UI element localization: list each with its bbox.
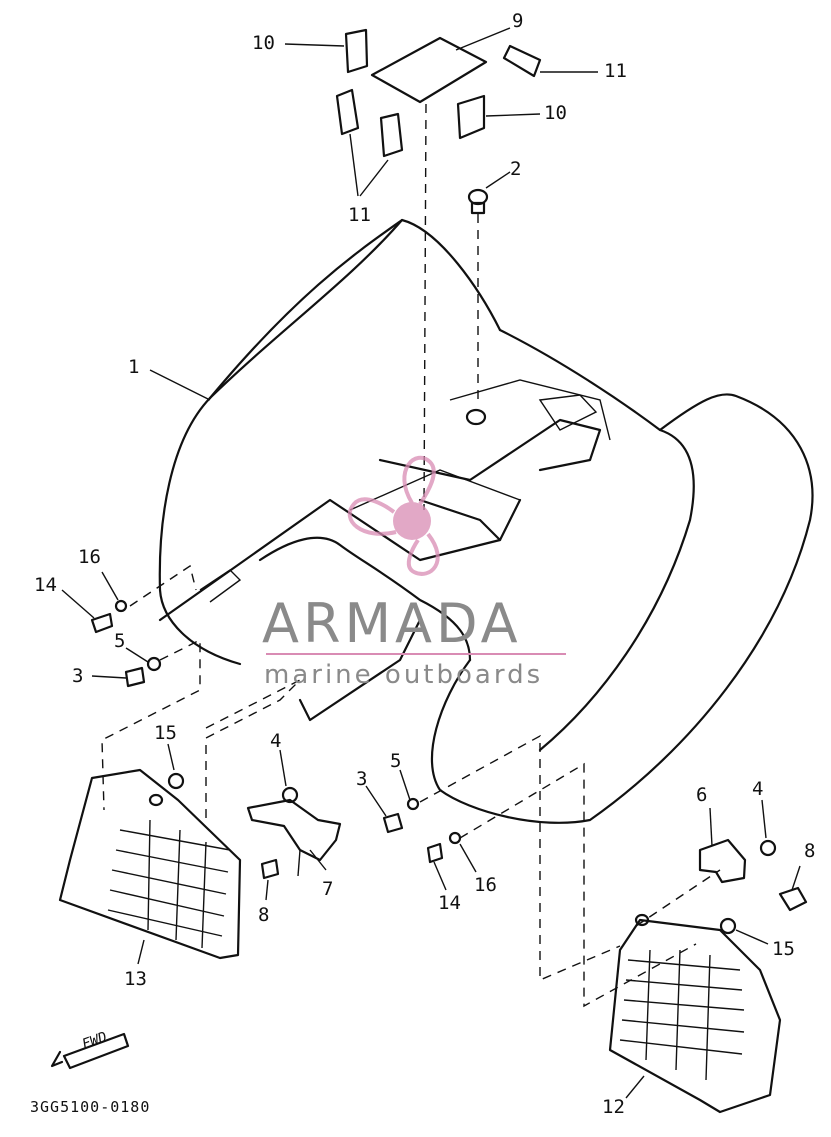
callout-label: 11 <box>348 204 371 226</box>
callout-label: 6 <box>696 784 708 806</box>
callout-label: 4 <box>752 778 764 800</box>
mudguard-12 <box>608 913 782 1114</box>
callout-label: 7 <box>322 878 334 900</box>
callout-label: 15 <box>772 938 795 960</box>
rear-fender-1 <box>158 218 814 824</box>
callout-label: 14 <box>438 892 461 914</box>
callout-label: 14 <box>34 574 57 596</box>
mudguard-13 <box>58 768 242 960</box>
hardware <box>90 599 808 935</box>
watermark-logo <box>347 455 440 576</box>
callout-label: 5 <box>390 750 402 772</box>
callout-label: 5 <box>114 630 126 652</box>
callout-label: 10 <box>252 32 275 54</box>
plate-9 <box>370 36 488 104</box>
callout-label: 16 <box>474 874 497 896</box>
callout-label: 13 <box>124 968 147 990</box>
watermark-tagline: marine outboards <box>264 660 544 690</box>
screw-2 <box>467 188 489 400</box>
callout-label: 10 <box>544 102 567 124</box>
callout-label: 4 <box>270 730 282 752</box>
callout-label: 16 <box>78 546 101 568</box>
pad-11-left-b <box>379 112 404 158</box>
fwd-arrow <box>50 1032 130 1070</box>
assembly-lines <box>101 564 721 1008</box>
pad-11-left-a <box>335 88 360 136</box>
pad-11-right <box>502 44 542 78</box>
callout-label: 3 <box>356 768 368 790</box>
callout-label: 11 <box>604 60 627 82</box>
callout-label: 9 <box>512 10 524 32</box>
bracket-6 <box>698 838 747 884</box>
callout-label: 12 <box>602 1096 625 1118</box>
watermark-brand: ARMADA <box>262 592 522 655</box>
pad-10-right <box>456 94 486 140</box>
pad-10-left <box>344 28 369 74</box>
callout-label: 8 <box>258 904 270 926</box>
catalog-code: 3GG5100-0180 <box>30 1098 151 1116</box>
bracket-7 <box>246 798 342 862</box>
callout-label: 15 <box>154 722 177 744</box>
leader-lines <box>61 27 801 1099</box>
callout-label: 1 <box>128 356 140 378</box>
callout-label: 2 <box>510 158 522 180</box>
callout-label: 3 <box>72 665 84 687</box>
callout-label: 8 <box>804 840 816 862</box>
guide-line-9 <box>423 103 427 511</box>
